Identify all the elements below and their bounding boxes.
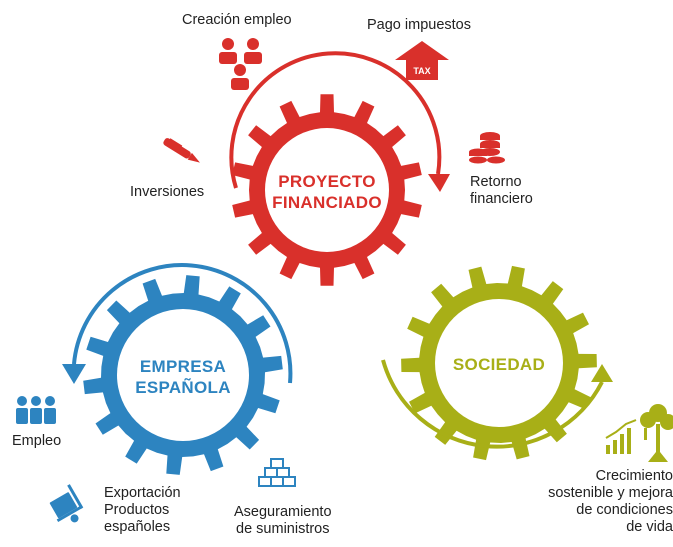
cycle-arrow-blue <box>72 263 293 384</box>
label-exportacion: Exportación Productos españoles <box>104 485 181 536</box>
label-crecimiento-line4: de vida <box>626 519 673 535</box>
label-aseguramiento-line1: Aseguramiento <box>234 504 332 520</box>
gear-title-sociedad: SOCIEDAD <box>429 354 569 375</box>
cycle-arrow-red <box>229 51 442 189</box>
label-crecimiento: Crecimiento sostenible y mejora de condi… <box>548 468 673 536</box>
label-exportacion-line2: Productos <box>104 502 170 518</box>
svg-text:TAX: TAX <box>413 66 430 76</box>
label-crecimiento-line1: Crecimiento <box>595 468 673 484</box>
cycle-arrowhead-olive <box>591 364 613 382</box>
gear-title-proyecto: PROYECTO FINANCIADO <box>257 171 397 213</box>
gear-title-empresa-line2: ESPAÑOLA <box>135 378 231 397</box>
cycle-arrow-olive <box>381 359 604 449</box>
pen-icon <box>163 138 200 163</box>
coins-icon <box>469 132 505 164</box>
label-pago-impuestos: Pago impuestos <box>367 17 471 33</box>
label-retorno-line1: Retorno <box>470 174 522 190</box>
label-aseguramiento: Aseguramiento de suministros <box>234 504 332 538</box>
employees-icon <box>16 396 56 424</box>
label-retorno-line2: financiero <box>470 191 533 207</box>
label-inversiones: Inversiones <box>130 184 205 200</box>
label-creacion-empleo: Creación empleo <box>182 12 292 28</box>
label-retorno-financiero: Retorno financiero <box>470 174 533 208</box>
gear-empresa-espanola <box>83 275 283 475</box>
label-crecimiento-line3: de condiciones <box>576 502 673 518</box>
cycle-arrowhead-blue <box>62 364 86 384</box>
gear-title-empresa-line1: EMPRESA <box>139 357 227 376</box>
label-empleo: Empleo <box>12 433 62 449</box>
gear-title-proyecto-line2: FINANCIADO <box>272 193 382 212</box>
growth-tree-icon <box>605 404 673 462</box>
gear-proyecto-financiado <box>232 94 422 286</box>
tax-arrow-icon: TAX <box>395 41 449 80</box>
label-exportacion-line3: españoles <box>104 519 171 535</box>
gear-title-sociedad-line1: SOCIEDAD <box>452 355 546 374</box>
gear-title-empresa: EMPRESA ESPAÑOLA <box>113 356 253 398</box>
label-aseguramiento-line2: de suministros <box>236 521 330 537</box>
hand-truck-icon <box>49 484 84 523</box>
label-crecimiento-line2: sostenible y mejora <box>548 485 673 501</box>
people-group-icon <box>219 38 262 90</box>
gear-title-proyecto-line1: PROYECTO <box>278 172 376 191</box>
boxes-stack-icon <box>258 458 296 487</box>
label-exportacion-line1: Exportación <box>104 485 181 501</box>
cycle-arrowhead-red <box>428 174 450 192</box>
gear-sociedad <box>401 265 597 461</box>
